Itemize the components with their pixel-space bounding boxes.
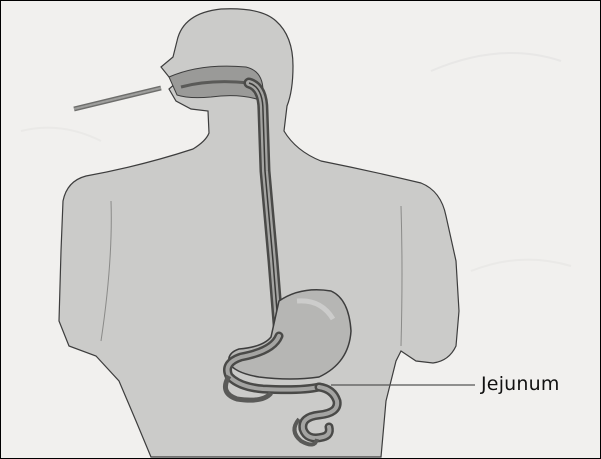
jejunum-label: Jejunum: [481, 373, 560, 395]
feeding-tube-highlight: [74, 88, 161, 109]
